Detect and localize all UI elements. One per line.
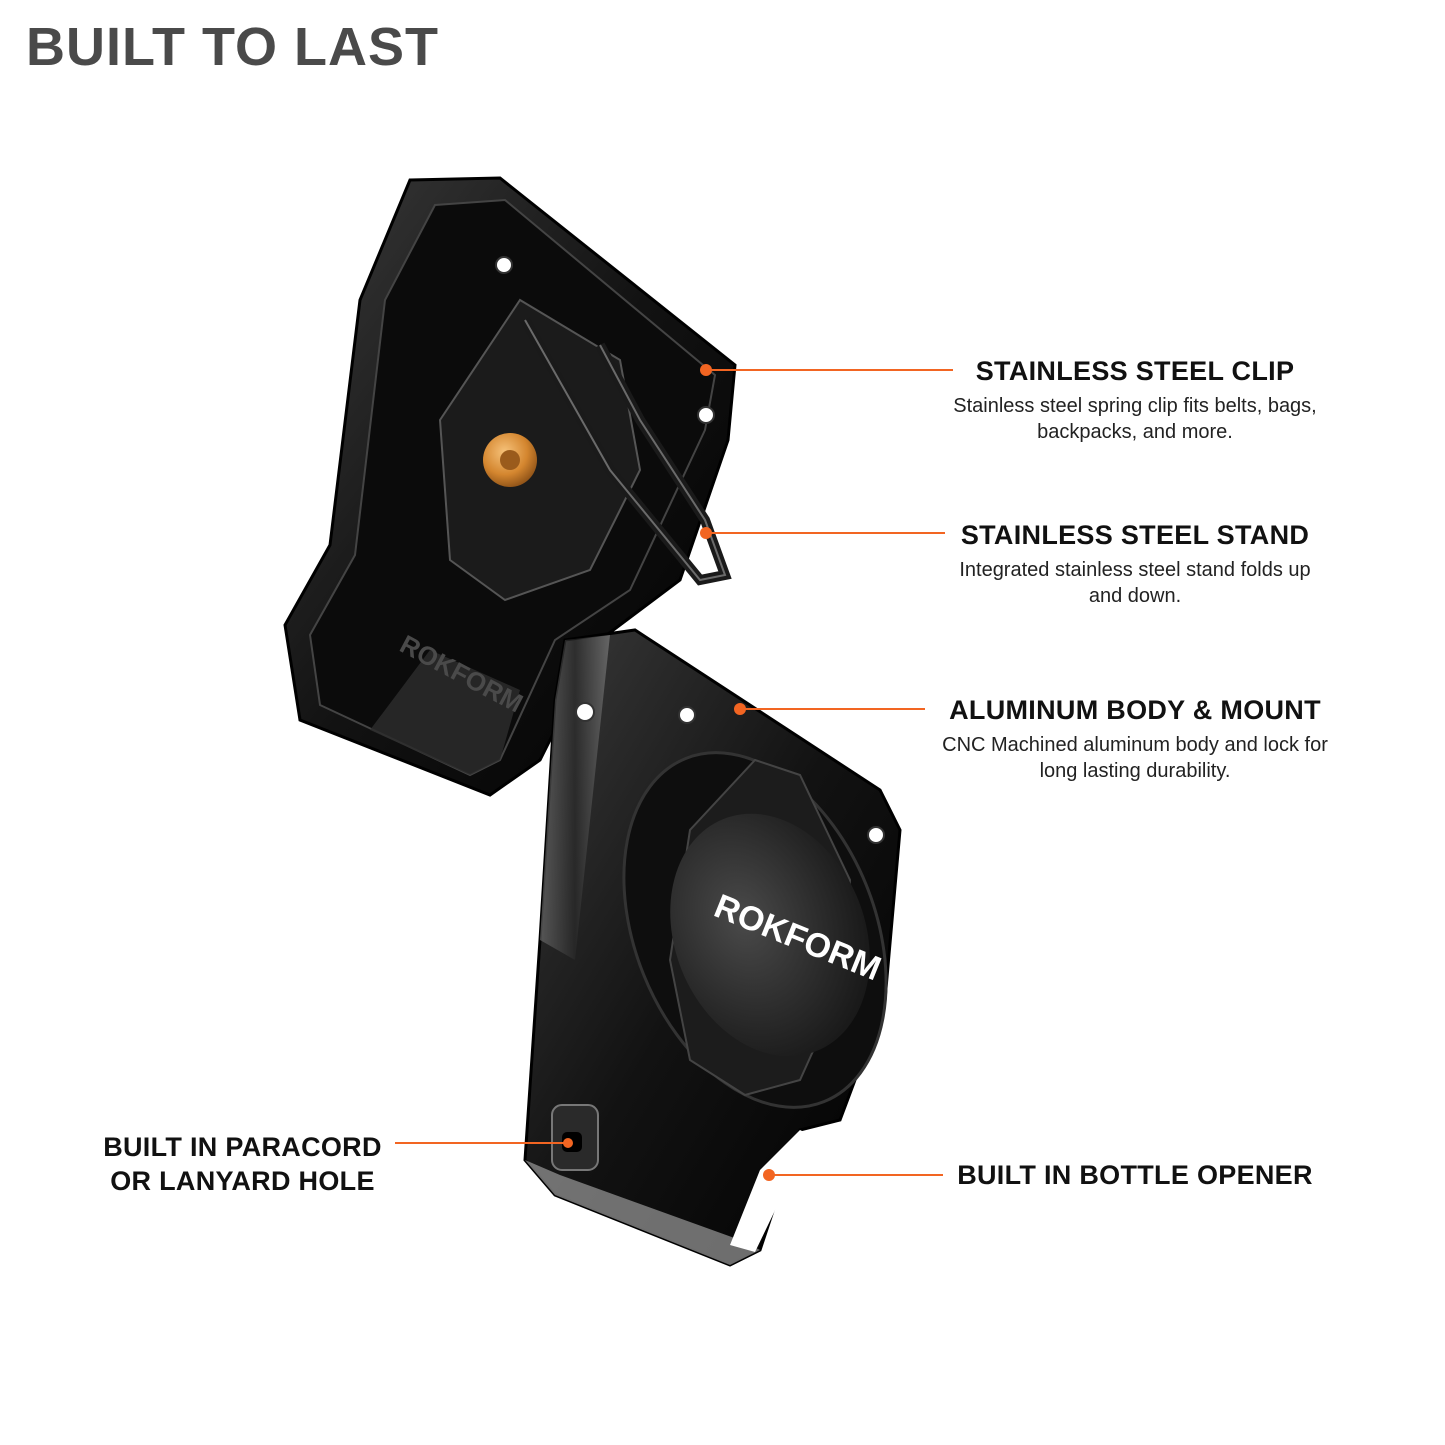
- callout-dot-hole: [563, 1138, 573, 1148]
- callout-bottle-opener: BUILT IN BOTTLE OPENER: [945, 1160, 1325, 1191]
- callout-stainless-steel-clip: STAINLESS STEEL CLIP Stainless steel spr…: [950, 356, 1320, 445]
- mount-front-view: ROKFORM: [523, 628, 902, 1267]
- bottle-opener-notch: [730, 1130, 820, 1252]
- callout-stainless-steel-stand: STAINLESS STEEL STAND Integrated stainle…: [945, 520, 1325, 609]
- callout-dot-clip: [700, 364, 712, 376]
- callout-text: CNC Machined aluminum body and lock for …: [942, 734, 1328, 782]
- callout-text: Integrated stainless steel stand folds u…: [959, 559, 1311, 607]
- callout-heading: ALUMINUM BODY & MOUNT: [949, 695, 1321, 725]
- callout-heading-line2: OR LANYARD HOLE: [110, 1166, 375, 1196]
- clip-back-view: ROKFORM: [283, 176, 737, 797]
- callout-dot-stand: [700, 527, 712, 539]
- callout-heading: STAINLESS STEEL STAND: [960, 520, 1310, 550]
- callout-heading-line1: BUILT IN PARACORD: [103, 1132, 382, 1162]
- callout-heading: BUILT IN BOTTLE OPENER: [957, 1160, 1313, 1190]
- callout-dot-opener: [763, 1169, 775, 1181]
- callout-dot-body: [734, 703, 746, 715]
- callout-aluminum-body-mount: ALUMINUM BODY & MOUNT CNC Machined alumi…: [925, 695, 1345, 784]
- leader-lines: [395, 364, 953, 1181]
- callout-lanyard-hole: BUILT IN PARACORD OR LANYARD HOLE: [90, 1130, 395, 1198]
- callout-text: Stainless steel spring clip fits belts, …: [953, 395, 1317, 443]
- page-title: BUILT TO LAST: [26, 17, 439, 77]
- callout-heading: STAINLESS STEEL CLIP: [975, 356, 1295, 386]
